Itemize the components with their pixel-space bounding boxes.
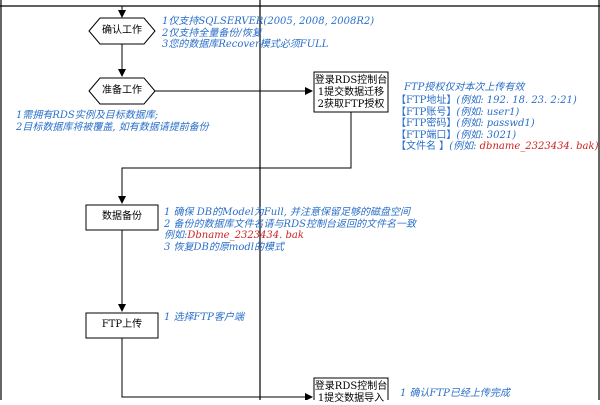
confirm-note-1: 1仅支持SQLSERVER(2005, 2008, 2008R2) <box>162 16 375 27</box>
backup-note-example-filename: Dbname_2323434. bak <box>187 230 304 241</box>
prepare-node-label: 准备工作 <box>102 85 142 96</box>
rds2-line-2: 1提交数据导入 <box>317 393 385 404</box>
confirm-notes: 1仅支持SQLSERVER(2005, 2008, 2008R2) 2仅支持全量… <box>162 16 374 51</box>
backup-node <box>85 204 159 231</box>
rds-console-node-1 <box>313 71 389 113</box>
ftp-upload-node <box>85 312 159 339</box>
confirm-node-label: 确认工作 <box>102 25 142 36</box>
ftp-auth-example: (例如: <box>449 141 477 152</box>
ftp-auth-row: 【FTP账号】(例如: user1) <box>396 107 598 119</box>
backup-node-label: 数据备份 <box>102 211 142 222</box>
confirm-node <box>88 17 156 45</box>
ftp-auth-key: 【FTP账号】 <box>396 106 457 118</box>
ftp-auth-key: 【FTP地址】 <box>396 95 457 106</box>
ftp-auth-key: 【FTP密码】 <box>396 118 457 129</box>
ftp-auth-example: (例如: 192. 18. 23. 2:21) <box>456 95 577 106</box>
backup-note-1: 1 确保 DB的Model为Full, 并注意保留足够的磁盘空间 <box>164 207 410 218</box>
ftp-note: 1 选择FTP客户端 <box>164 312 244 323</box>
connector-ftp-rds <box>121 338 313 400</box>
ftp-auth-key: 【文件名 】 <box>396 141 450 152</box>
ftp-auth-key: 【FTP端口】 <box>396 129 457 141</box>
rds-console-node-2-label: 登录RDS控制台 1提交数据导入 <box>314 381 388 405</box>
rds1-line-1: 登录RDS控制台 <box>314 75 388 86</box>
backup-note-example: 例如:Dbname_2323434. bak <box>164 230 416 242</box>
ftp-upload-node-label: FTP上传 <box>101 319 143 330</box>
rds-console-node-2 <box>313 377 389 400</box>
ftp-auth-example: (例如: 3021) <box>456 129 517 141</box>
backup-note-example-prefix: 例如: <box>164 230 188 241</box>
rds1-line-3: 2获取FTP授权 <box>317 99 385 110</box>
ftp-auth-row: 【文件名 】(例如: dbname_2323434. bak) <box>396 141 598 153</box>
ftp-auth-row: 【FTP密码】(例如: passwd1) <box>396 118 598 130</box>
rds1-line-2: 1提交数据迁移 <box>317 87 385 98</box>
backup-note-3: 3 恢复DB的原modl的模式 <box>164 241 285 253</box>
prepare-note-2: 2目标数据库将被覆盖, 如有数据请提前备份 <box>16 121 209 133</box>
ftp-auth-title: FTP授权仅对本次上传有效 <box>404 82 525 93</box>
backup-notes: 1 确保 DB的Model为Full, 并注意保留足够的磁盘空间 2 备份的数据… <box>164 207 416 253</box>
prepare-note-1: 1需拥有RDS实例及目标数据库; <box>16 110 159 121</box>
ftp-auth-filename-highlight: dbname_2323434. bak) <box>479 141 599 152</box>
confirm-note-2: 2仅支持全量备份/恢复 <box>162 27 262 39</box>
rds2-line-1: 登录RDS控制台 <box>314 381 388 392</box>
backup-note-2: 2 备份的数据库文件名请与RDS控制台返回的文件名一致 <box>164 218 416 230</box>
prepare-notes: 1需拥有RDS实例及目标数据库; 2目标数据库将被覆盖, 如有数据请提前备份 <box>16 110 209 133</box>
ftp-auth-example: (例如: user1) <box>456 106 520 118</box>
ftp-auth-example: (例如: passwd1) <box>456 118 535 129</box>
ftp-auth-row: 【FTP端口】(例如: 3021) <box>396 130 598 142</box>
connector-rds-backup <box>118 112 352 204</box>
confirm-note-3: 3您的数据库Recover模式必须FULL <box>162 39 329 50</box>
rds2-note: 1 确认FTP已经上传完成 <box>400 388 510 399</box>
rds-console-node-1-label: 登录RDS控制台 1提交数据迁移 2获取FTP授权 <box>314 75 388 111</box>
ftp-auth-list: 【FTP地址】(例如: 192. 18. 23. 2:21) 【FTP账号】(例… <box>396 95 598 153</box>
ftp-auth-row: 【FTP地址】(例如: 192. 18. 23. 2:21) <box>396 95 598 107</box>
